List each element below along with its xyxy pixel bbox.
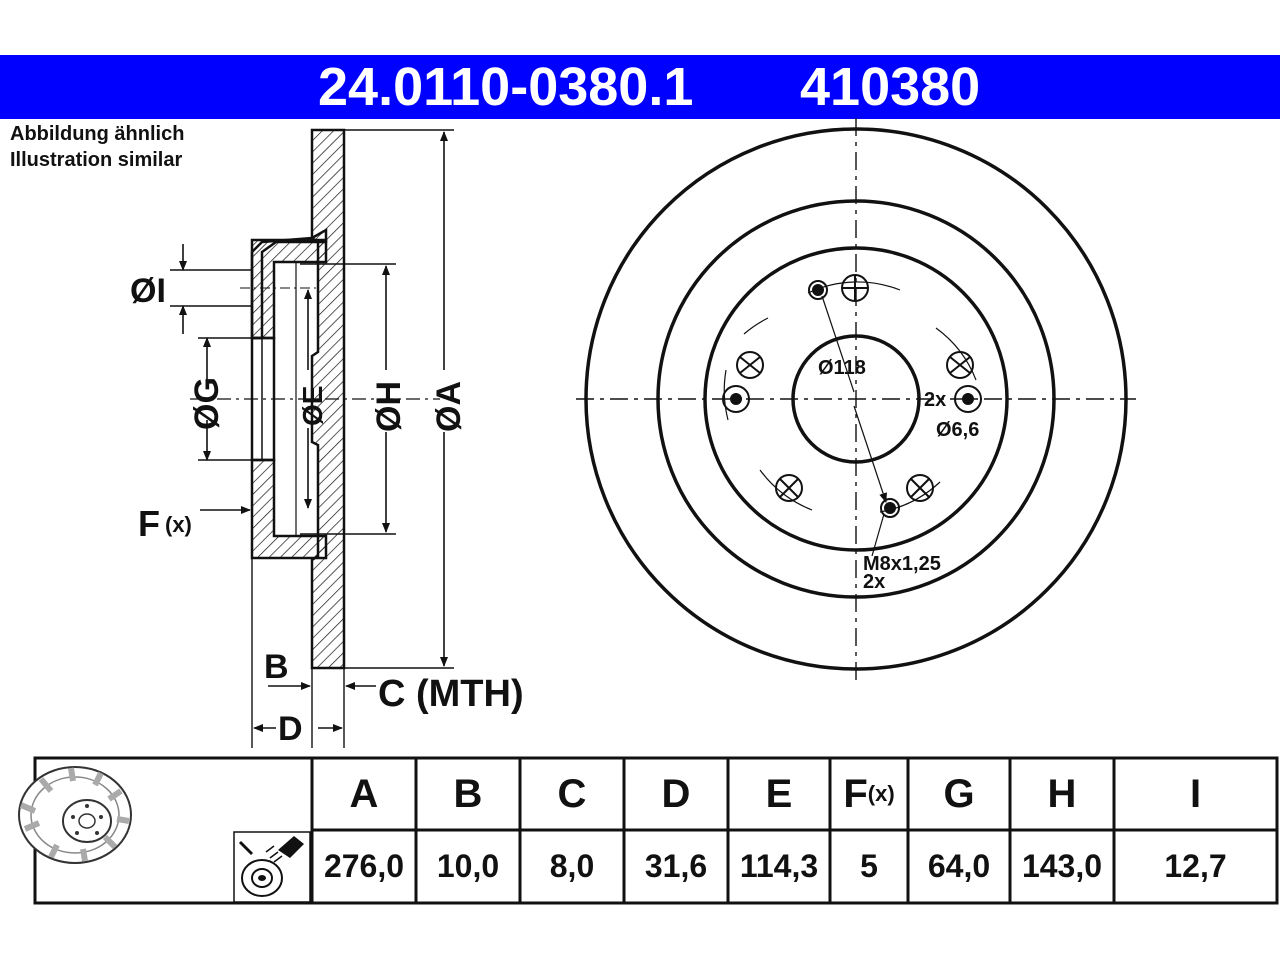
- header-bar: 24.0110-0380.1 410380: [0, 55, 1280, 119]
- label-hole-diameter: Ø6,6: [936, 419, 979, 441]
- hat-section-bottom: [250, 458, 328, 560]
- label-dia-g: ØG: [188, 377, 226, 430]
- brake-cleaner-spray-icon: [233, 831, 311, 903]
- label-d: D: [278, 710, 303, 748]
- hat-section-top: [250, 238, 328, 340]
- table-value-a: 276,0: [323, 848, 405, 884]
- label-f-suffix: (x): [165, 512, 192, 537]
- brake-disc-thumbnail-icon: [18, 766, 132, 864]
- table-header-f-letter: F: [843, 771, 868, 816]
- label-dia-h: ØH: [370, 381, 408, 432]
- table-header-d: D: [661, 771, 691, 816]
- table-value-g: 64,0: [927, 848, 991, 884]
- label-b: B: [264, 648, 289, 686]
- label-dia-e: ØE: [297, 386, 328, 426]
- table-header-c: C: [557, 771, 587, 816]
- reference-number: 410380: [800, 57, 981, 117]
- table-value-i: 12,7: [1164, 848, 1227, 884]
- part-number: 24.0110-0380.1: [318, 57, 694, 117]
- label-f: F: [138, 503, 160, 544]
- label-dia-a: ØA: [430, 381, 468, 432]
- table-header-g: G: [943, 771, 975, 816]
- table-header-a: A: [349, 771, 379, 816]
- table-header-h: H: [1047, 771, 1077, 816]
- label-dia-i: ØI: [130, 272, 166, 310]
- table-header-e: E: [765, 771, 793, 816]
- table-grid: [18, 756, 1279, 905]
- table-header-i: I: [1189, 771, 1202, 816]
- table-value-d: 31,6: [644, 848, 708, 884]
- table-value-f: 5: [860, 848, 878, 884]
- table-header-f-suffix: (x): [867, 781, 895, 806]
- table-header-f: F(x): [830, 758, 908, 830]
- side-section-view: ØI ØG ØE ØH ØA F (x) B: [130, 128, 524, 748]
- label-thread-count: 2x: [863, 571, 885, 593]
- illustration-note-de: Abbildung ähnlich: [10, 123, 185, 145]
- label-c-mth: C (MTH): [378, 673, 524, 715]
- front-view: Ø118 2x Ø6,6 M8x1,25 2x: [576, 118, 1136, 680]
- label-thread: M8x1,25: [863, 553, 941, 575]
- illustration-note-en: Illustration similar: [10, 149, 183, 171]
- table-value-b: 10,0: [436, 848, 500, 884]
- table-value-h: 143,0: [1021, 848, 1103, 884]
- table-header-b: B: [453, 771, 483, 816]
- table-value-e: 114,3: [739, 848, 819, 884]
- label-hole-count: 2x: [924, 389, 946, 411]
- table-value-c: 8,0: [549, 848, 595, 884]
- label-pcd: Ø118: [818, 357, 866, 379]
